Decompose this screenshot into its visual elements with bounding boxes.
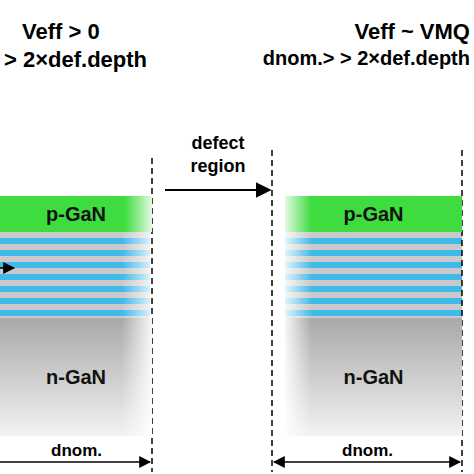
arrow [165, 189, 270, 191]
layer-label: p-GaN [344, 203, 404, 226]
layer-label: p-GaN [46, 203, 106, 226]
edge-fade [285, 232, 313, 318]
condition-text: Veff > 0 [22, 18, 100, 46]
layer-label: n-GaN [46, 366, 106, 389]
quantum-well-stripes [0, 232, 462, 328]
n-gan-layer: n-GaN [285, 318, 462, 436]
dimension-label: dnom. [339, 440, 396, 461]
dimension-arrow [274, 461, 460, 463]
layer-label: n-GaN [344, 366, 404, 389]
condition-text: > 2×def.depth [4, 46, 147, 74]
dashed-boundary [271, 150, 273, 472]
dimension-arrow [0, 461, 150, 463]
arrow [0, 267, 14, 269]
region-label: defect region [172, 132, 264, 177]
n-gan-layer: n-GaN [0, 318, 152, 436]
p-gan-layer: p-GaN [285, 196, 462, 232]
dimension-label: dnom. [48, 440, 105, 461]
p-gan-layer: p-GaN [0, 196, 152, 232]
condition-text: dnom.> > 2×def.depth [263, 46, 470, 71]
edge-fade [122, 232, 152, 318]
condition-text: Veff ~ VMQ [354, 18, 470, 46]
